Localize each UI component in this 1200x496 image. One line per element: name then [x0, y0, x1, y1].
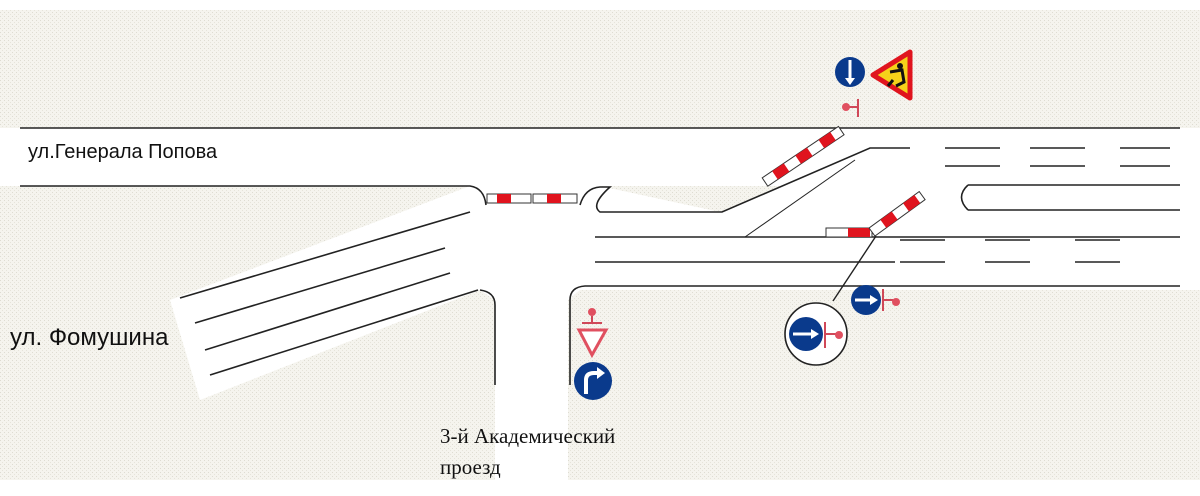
sign-post-icon	[842, 99, 859, 117]
street-label-academic-line2: проезд	[440, 455, 501, 479]
road-surfaces	[0, 128, 1200, 496]
straight-only-down-sign-icon	[835, 57, 865, 87]
barrier-left	[486, 193, 578, 204]
road-works-sign-icon	[870, 49, 913, 101]
yield-sign-icon	[576, 308, 609, 359]
callout-line	[832, 235, 877, 302]
detail-callout-circle	[784, 302, 848, 366]
road-edges	[20, 127, 1180, 385]
lane-markings	[900, 147, 1170, 263]
street-label-fomushina: ул. Фомушина	[10, 324, 169, 351]
street-label-academic-line1: 3-й Академический	[440, 424, 616, 448]
barrier-right-horizontal	[825, 227, 873, 238]
straight-only-right-sign-icon	[851, 285, 900, 315]
turn-right-sign-icon	[574, 362, 612, 400]
barrier-diagonal-top	[761, 125, 845, 187]
street-label-general-popov: ул.Генерала Попова	[28, 141, 218, 163]
barrier-diagonal-right	[868, 190, 926, 237]
